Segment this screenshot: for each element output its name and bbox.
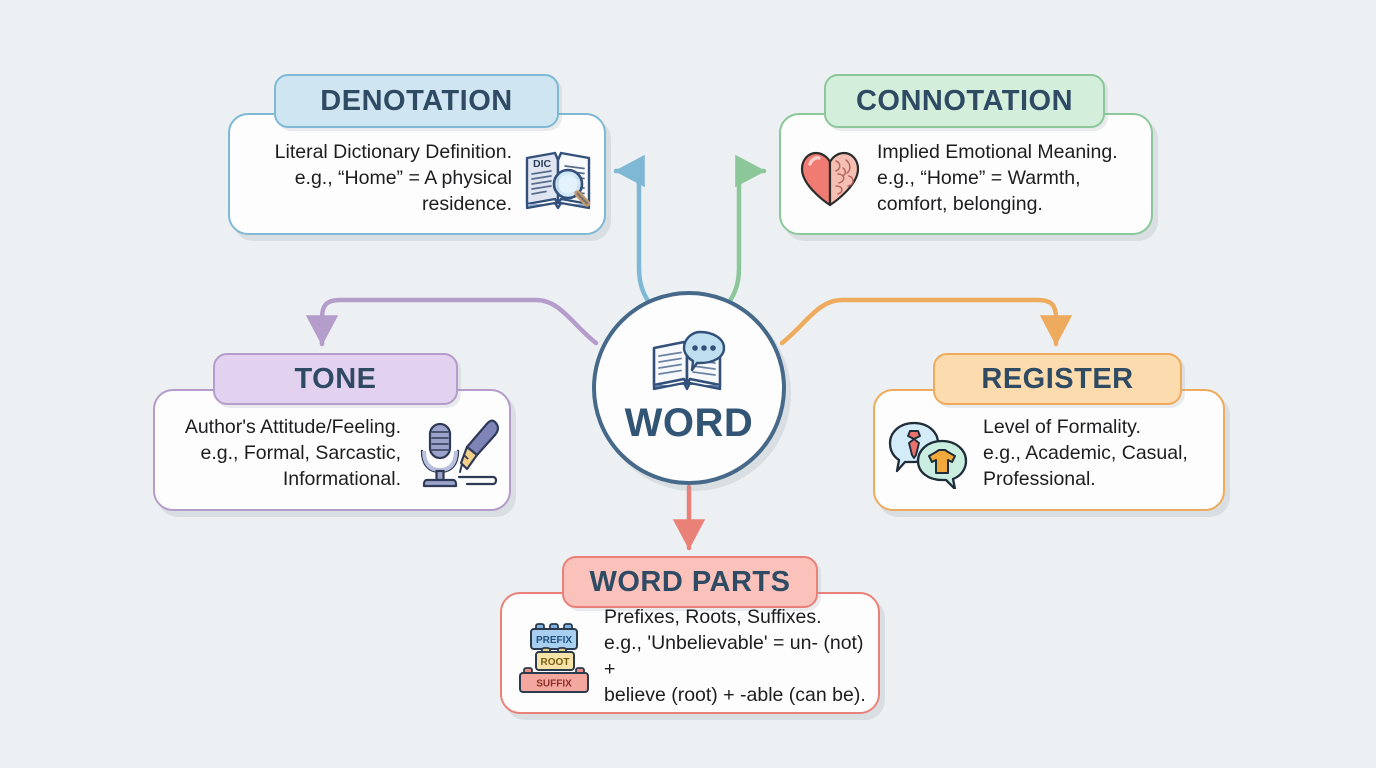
open-book-speech-bubble-icon	[648, 330, 730, 397]
lego-suffix-label: SUFFIX	[536, 679, 572, 690]
center-label: WORD	[624, 401, 754, 445]
tone-description: Author's Attitude/Feeling. e.g., Formal,…	[184, 416, 401, 490]
wordparts-description: Prefixes, Roots, Suffixes. e.g., 'Unbeli…	[604, 606, 866, 706]
node-wordparts[interactable]: WORD PARTS PREFIX	[500, 556, 880, 714]
node-register[interactable]: REGISTER Level of Formality. e.g., Acade…	[873, 353, 1225, 511]
lego-root-label: ROOT	[541, 657, 570, 668]
center-circle: WORD	[592, 291, 786, 485]
wordparts-content: PREFIX ROOT SUFFIX	[514, 606, 870, 706]
connotation-description: Implied Emotional Meaning. e.g., “Home” …	[877, 141, 1118, 215]
heart-brain-icon	[797, 148, 863, 210]
register-header: REGISTER	[933, 353, 1182, 405]
node-connotation[interactable]: CONNOTATION	[779, 74, 1153, 235]
svg-text:DIC: DIC	[533, 158, 552, 170]
connotation-title: CONNOTATION	[855, 84, 1074, 117]
tone-title: TONE	[294, 362, 377, 395]
tone-content: Author's Attitude/Feeling. e.g., Formal,…	[165, 407, 501, 501]
lego-blocks-icon: PREFIX ROOT SUFFIX	[514, 619, 592, 695]
denotation-title: DENOTATION	[320, 84, 513, 117]
speech-bubbles-tie-tshirt-icon	[887, 419, 971, 489]
lego-prefix-label: PREFIX	[536, 635, 572, 646]
tone-header: TONE	[213, 353, 458, 405]
connector-center-register	[779, 297, 1073, 347]
wordparts-header: WORD PARTS	[562, 556, 818, 608]
tone-body	[153, 389, 511, 511]
node-tone[interactable]: TONE Author's Attitude/Feeling. e.g., Fo…	[153, 353, 511, 511]
dictionary-magnifier-icon: DIC	[522, 146, 594, 212]
denotation-header: DENOTATION	[274, 74, 559, 128]
connector-center-tone	[305, 297, 599, 347]
node-denotation[interactable]: DENOTATION Literal Dictionary Definition…	[228, 74, 606, 235]
node-center-word[interactable]: WORD	[592, 291, 786, 485]
connotation-header: CONNOTATION	[824, 74, 1105, 128]
register-content: Level of Formality. e.g., Academic, Casu…	[887, 407, 1217, 501]
register-title: REGISTER	[981, 362, 1134, 395]
denotation-description: Literal Dictionary Definition. e.g., “Ho…	[274, 141, 512, 215]
microphone-pen-icon	[409, 418, 501, 490]
register-description: Level of Formality. e.g., Academic, Casu…	[983, 416, 1188, 490]
denotation-content: Literal Dictionary Definition. e.g., “Ho…	[240, 133, 594, 225]
connotation-content: Implied Emotional Meaning. e.g., “Home” …	[797, 133, 1147, 225]
wordparts-title: WORD PARTS	[589, 565, 791, 598]
